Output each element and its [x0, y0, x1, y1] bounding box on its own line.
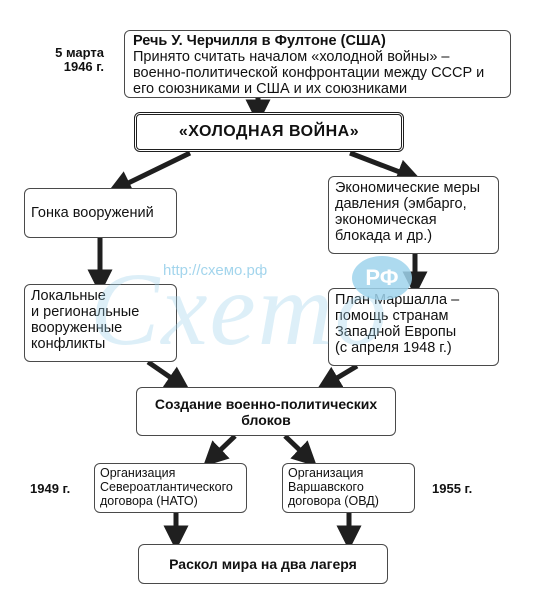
nato-date: 1949 г.	[30, 481, 71, 496]
arrow-blocs-to-nato	[202, 434, 237, 467]
nato-box: Организация Североатлантического договор…	[94, 463, 247, 513]
arrow-blocs-to-warsaw	[283, 434, 318, 467]
churchill-speech-box: Речь У. Черчилля в Фултоне (США) Принято…	[124, 30, 511, 98]
blocs-box: Создание военно-политических блоков	[136, 387, 396, 436]
economic-pressure-label: Экономические меры давления (эмбарго, эк…	[335, 180, 481, 244]
split-world-title: Раскол мира на два лагеря	[169, 556, 357, 572]
economic-pressure-box: Экономические меры давления (эмбарго, эк…	[328, 176, 499, 254]
churchill-speech-text: Принято считать началом «холодной войны»…	[133, 49, 485, 97]
local-conflicts-label: Локальные и региональные вооруженные кон…	[31, 288, 140, 352]
arms-race-label: Гонка вооружений	[31, 205, 154, 221]
local-conflicts-box: Локальные и региональные вооруженные кон…	[24, 284, 177, 362]
arms-race-box: Гонка вооружений	[24, 188, 177, 238]
churchill-speech-title: Речь У. Черчилля в Фултоне (США)	[133, 33, 386, 49]
cold-war-box: «ХОЛОДНАЯ ВОЙНА»	[134, 112, 404, 152]
nato-label: Организация Североатлантического договор…	[100, 466, 233, 508]
marshall-plan-label: План Маршалла – помощь странам Западной …	[335, 292, 460, 356]
arrow-coldwar-to-arms	[106, 150, 192, 194]
arrow-conflicts-to-blocs	[146, 359, 191, 392]
warsaw-date: 1955 г.	[432, 481, 473, 496]
warsaw-box: Организация Варшавского договора (ОВД)	[282, 463, 415, 513]
cold-war-title: «ХОЛОДНАЯ ВОЙНА»	[178, 123, 360, 140]
blocs-title: Создание военно-политических блоков	[154, 395, 378, 428]
marshall-plan-box: План Маршалла – помощь странам Западной …	[328, 288, 499, 366]
speech-date: 5 марта 1946 г.	[55, 45, 104, 74]
arrow-marshall-to-blocs	[316, 363, 359, 391]
arrow-coldwar-to-economic	[349, 150, 422, 184]
warsaw-label: Организация Варшавского договора (ОВД)	[288, 466, 379, 508]
split-world-box: Раскол мира на два лагеря	[138, 544, 388, 584]
